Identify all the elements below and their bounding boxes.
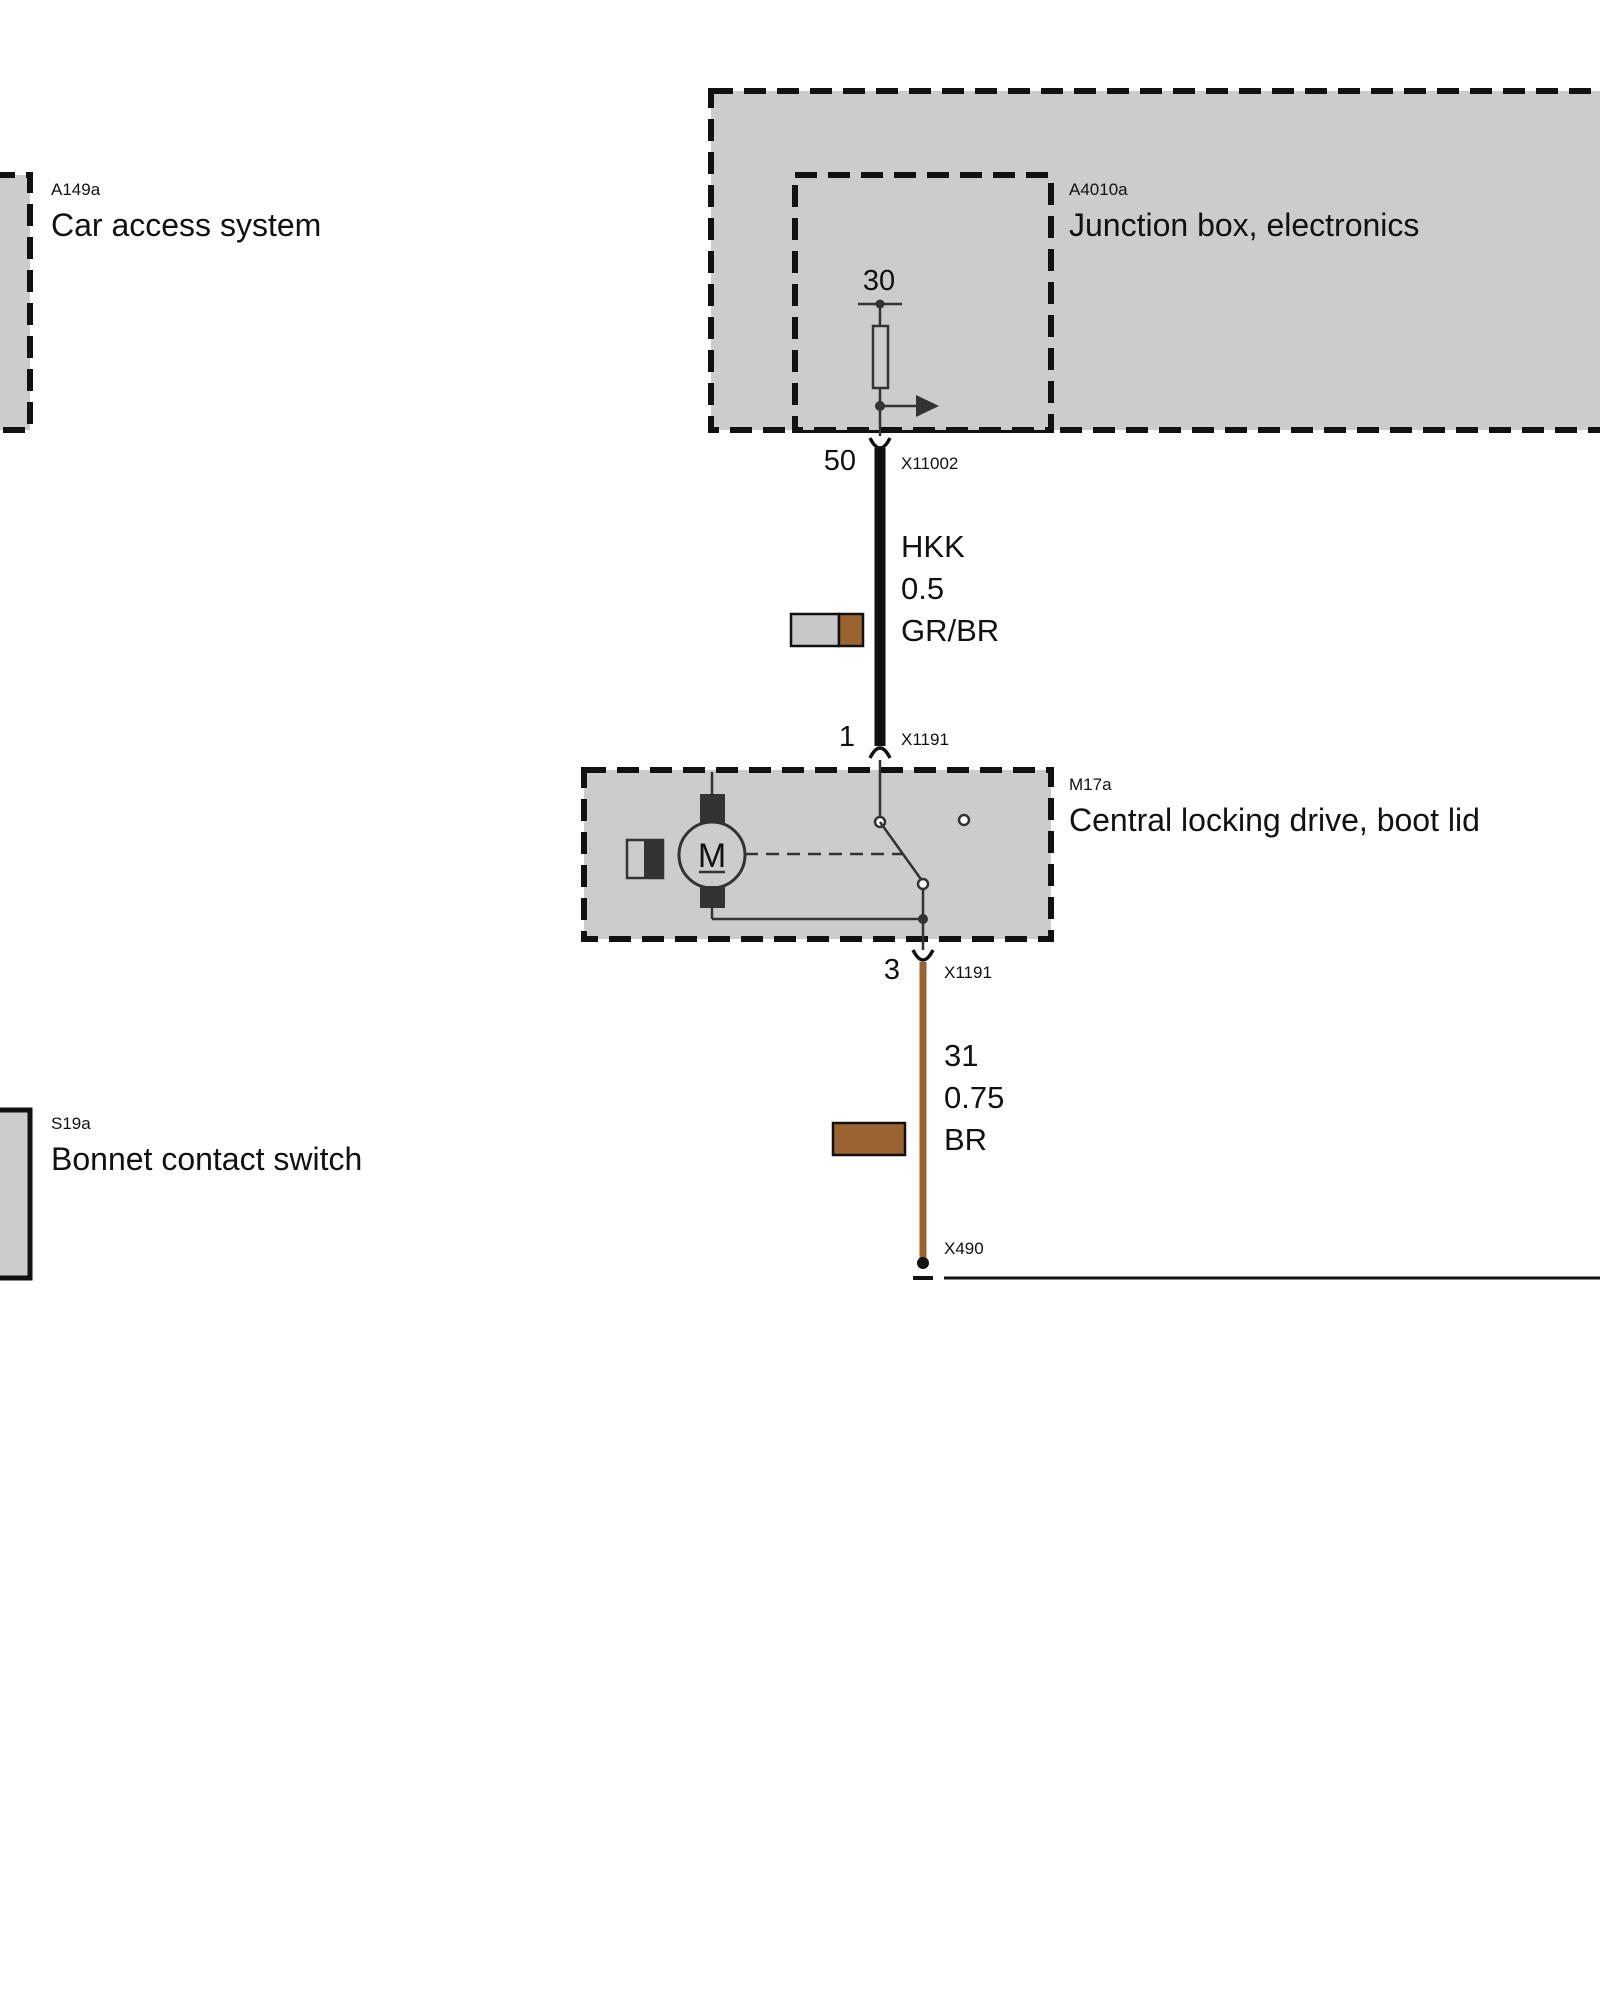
motor-brush-top <box>700 794 725 824</box>
wire-hkk[interactable]: HKK 0.5 GR/BR <box>789 448 999 746</box>
connector-x1191-pin1-pin: 1 <box>839 721 855 753</box>
connector-x11002[interactable]: 50 X11002 <box>824 437 959 477</box>
connector-x11002-pin: 50 <box>824 445 856 477</box>
wire-hkk-color-swatch-grey <box>789 612 841 648</box>
bonnet-contact-switch-code: S19a <box>51 1114 91 1133</box>
ground-point-x490[interactable]: X490 <box>913 1239 1600 1280</box>
car-access-system-box <box>0 172 33 433</box>
connector-x1191-pin1-id: X1191 <box>901 730 949 749</box>
junction-box-component[interactable]: A4010a Junction box, electronics 30 <box>708 88 1600 436</box>
switch-contact-bottom-icon <box>916 877 930 891</box>
wire-hkk-color-code: GR/BR <box>901 613 999 648</box>
central-locking-drive-code: M17a <box>1069 775 1112 794</box>
wire-31-signal: 31 <box>944 1038 978 1073</box>
connector-x1191-pin3[interactable]: 3 X1191 <box>884 949 992 986</box>
connector-x1191-pin1[interactable]: 1 X1191 <box>839 721 949 759</box>
connector-x1191-pin3-pin: 3 <box>884 954 900 986</box>
connector-x1191-pin1-plug-icon <box>868 746 892 759</box>
wire-hkk-color-swatch-brown <box>837 612 865 648</box>
central-locking-drive-title: Central locking drive, boot lid <box>1069 802 1480 838</box>
car-access-system-title: Car access system <box>51 207 321 243</box>
terminal-30-label: 30 <box>863 265 895 297</box>
component-attribute-icon-fill <box>644 840 663 878</box>
wire-31-color-swatch-brown <box>831 1121 907 1157</box>
central-locking-drive-component[interactable]: M17a Central locking drive, boot lid M <box>581 760 1480 950</box>
ground-point-x490-icon <box>917 1257 929 1269</box>
junction-box-inner <box>792 172 1054 433</box>
bonnet-contact-switch-box <box>0 1107 33 1281</box>
fuse-icon <box>871 324 890 390</box>
switch-contact-open-icon <box>957 813 971 827</box>
branch-arrow-icon <box>916 395 939 417</box>
bonnet-contact-switch-component[interactable]: S19a Bonnet contact switch <box>0 1107 362 1281</box>
motor-brush-bottom <box>700 886 725 908</box>
wire-hkk-gauge: 0.5 <box>901 571 944 606</box>
wire-31-gauge: 0.75 <box>944 1080 1004 1115</box>
connector-x11002-socket-icon <box>868 437 892 450</box>
switch-lever <box>878 821 925 883</box>
car-access-system-component[interactable]: A149a Car access system <box>0 172 321 433</box>
junction-box-title: Junction box, electronics <box>1069 207 1419 243</box>
wire-31[interactable]: 31 0.75 BR <box>831 962 1004 1258</box>
wire-hkk-signal: HKK <box>901 529 965 564</box>
car-access-system-code: A149a <box>51 180 101 199</box>
connector-x1191-pin3-socket-icon <box>911 949 935 962</box>
motor-symbol: M <box>698 837 726 875</box>
connector-x1191-pin3-id: X1191 <box>944 963 992 982</box>
ground-point-x490-id: X490 <box>944 1239 984 1258</box>
bonnet-contact-switch-title: Bonnet contact switch <box>51 1141 362 1177</box>
junction-box-code: A4010a <box>1069 180 1128 199</box>
wire-31-color-code: BR <box>944 1122 987 1157</box>
connector-x11002-id: X11002 <box>901 454 958 473</box>
